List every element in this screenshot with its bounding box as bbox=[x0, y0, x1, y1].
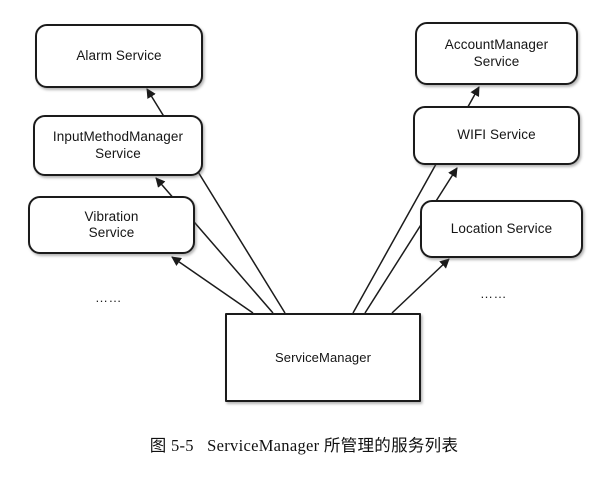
node-vibration-service[interactable]: Vibration Service bbox=[28, 196, 195, 254]
node-label: WIFI Service bbox=[457, 127, 536, 143]
figure-caption-number: 图 5-5 bbox=[149, 436, 194, 455]
edge-sm-to-location bbox=[391, 258, 450, 314]
ellipsis-left: …… bbox=[95, 290, 122, 305]
node-location-service[interactable]: Location Service bbox=[420, 200, 583, 258]
node-input-method-manager-service[interactable]: InputMethodManager Service bbox=[33, 115, 203, 176]
edge-sm-to-wifi bbox=[364, 167, 458, 314]
node-label: Alarm Service bbox=[76, 47, 162, 63]
node-alarm-service[interactable]: Alarm Service bbox=[35, 24, 203, 88]
figure-caption: 图 5-5 ServiceManager 所管理的服务列表 bbox=[0, 432, 608, 456]
figure-caption-suffix: 所管理的服务列表 bbox=[323, 436, 459, 455]
node-account-manager-service[interactable]: AccountManager Service bbox=[415, 22, 578, 85]
node-label: ServiceManager bbox=[274, 349, 372, 365]
node-label: Location Service bbox=[450, 220, 553, 236]
node-label: InputMethodManager Service bbox=[52, 129, 184, 161]
node-service-manager[interactable]: ServiceManager bbox=[225, 313, 421, 402]
edge-sm-to-vibration bbox=[171, 256, 254, 314]
figure-caption-title: ServiceManager bbox=[207, 436, 320, 455]
node-wifi-service[interactable]: WIFI Service bbox=[413, 106, 580, 165]
node-label: Vibration Service bbox=[84, 208, 139, 240]
ellipsis-right: …… bbox=[480, 286, 507, 301]
node-label: AccountManager Service bbox=[444, 37, 549, 69]
